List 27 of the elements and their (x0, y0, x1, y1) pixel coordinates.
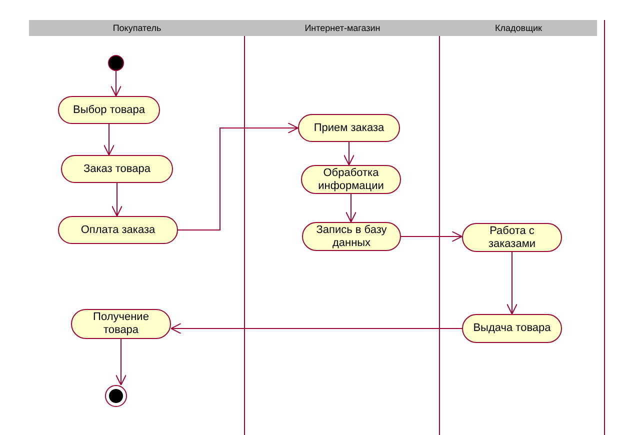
activity-node: Выбор товара (58, 96, 160, 124)
activity-node: Прием заказа (298, 114, 400, 142)
arrow (400, 231, 462, 242)
arrow (170, 323, 462, 334)
arrow (104, 124, 114, 156)
initial-node (108, 55, 124, 71)
activity-node: Заказ товара (61, 155, 173, 183)
activity-node: Обработка информации (301, 165, 401, 194)
lane-header: Кладовщик (440, 20, 597, 36)
arrow (346, 194, 356, 222)
arrow (506, 252, 518, 314)
activity-node: Работа с заказами (462, 223, 562, 252)
swimlane (245, 20, 440, 435)
arrow (112, 182, 122, 216)
swimlane (29, 20, 245, 435)
final-node (105, 385, 127, 407)
arrow (178, 122, 298, 230)
swimlane (440, 20, 605, 435)
activity-node: Оплата заказа (58, 216, 178, 244)
arrow (110, 70, 122, 96)
activity-node: Запись в базу данных (302, 222, 401, 251)
arrow (344, 142, 354, 166)
lane-header: Интернет-магазин (245, 20, 440, 36)
arrow (116, 338, 126, 386)
activity-node: Выдача товара (462, 314, 562, 343)
lane-header: Покупатель (29, 20, 245, 36)
activity-node: Получение товара (71, 309, 171, 339)
